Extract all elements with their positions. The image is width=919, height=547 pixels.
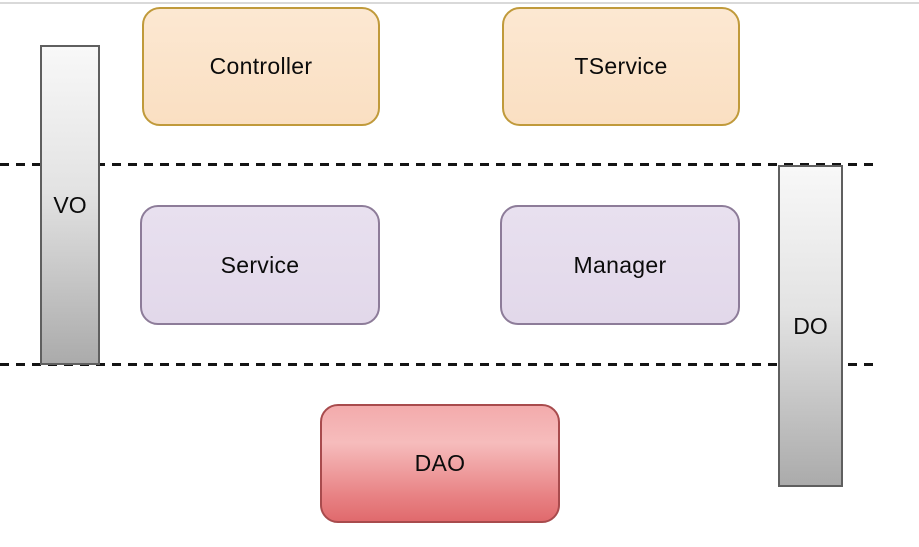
layer-separator-top	[0, 163, 875, 166]
node-controller-label: Controller	[209, 53, 313, 79]
node-service-label: Service	[220, 251, 300, 278]
bar-vo: VO	[40, 45, 100, 365]
layer-separator-bottom	[0, 363, 878, 366]
node-controller: Controller	[142, 7, 380, 126]
bar-do: DO	[778, 165, 843, 487]
node-dao: DAO	[320, 404, 560, 523]
top-border-rule	[0, 2, 919, 4]
node-dao-label: DAO	[414, 450, 466, 476]
node-manager: Manager	[500, 205, 740, 325]
node-service: Service	[140, 205, 380, 325]
bar-do-label: DO	[793, 312, 828, 339]
node-tservice-label: TService	[574, 53, 668, 79]
bar-vo-label: VO	[53, 191, 87, 218]
node-tservice: TService	[502, 7, 740, 126]
node-manager-label: Manager	[573, 251, 667, 278]
